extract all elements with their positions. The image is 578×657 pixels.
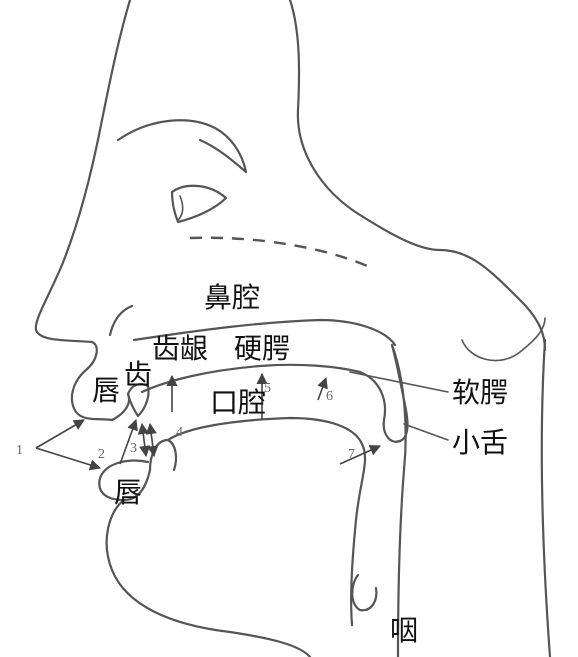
label-teeth: 齿 <box>124 358 152 391</box>
label-lower-lip: 唇 <box>114 476 142 509</box>
back-of-neck-outline <box>540 338 552 657</box>
number-1: 1 <box>16 443 23 458</box>
number-2: 2 <box>98 447 105 462</box>
tongue-outline <box>166 416 367 627</box>
label-alveolar-ridge: 齿龈 <box>152 332 208 365</box>
label-pharynx: 咽 <box>390 614 418 647</box>
eye-outline <box>170 184 228 224</box>
back-of-head-outline <box>288 0 547 352</box>
nasal-floor-outline <box>108 304 397 347</box>
soft-palate-leader-line <box>349 371 449 393</box>
arrow-1-lower-lip <box>35 447 102 471</box>
number-4: 4 <box>176 425 183 440</box>
label-soft-palate: 软腭 <box>452 376 508 409</box>
arrow-3a <box>137 422 151 458</box>
number-5: 5 <box>264 381 271 396</box>
upper-teeth-outline <box>126 383 150 418</box>
arrow-1-upper-lip <box>35 419 85 449</box>
nasal-roof-dashed-line <box>189 236 373 270</box>
ear-outline <box>461 317 546 362</box>
label-oral-cavity: 口腔 <box>210 386 266 419</box>
face-profile-outline <box>34 0 132 422</box>
label-nasal-cavity: 鼻腔 <box>204 281 260 314</box>
eyebrow-outline <box>116 119 248 174</box>
arrow-7 <box>339 445 382 465</box>
eye-iris <box>177 195 184 221</box>
label-uvula: 小舌 <box>452 426 508 459</box>
lower-lip-outline <box>98 459 152 502</box>
arrow-2 <box>119 418 138 465</box>
label-upper-lip: 唇 <box>92 374 120 407</box>
arrow-6 <box>317 376 328 401</box>
soft-palate-outline <box>358 343 409 443</box>
pharynx-back-wall <box>390 343 407 657</box>
arrow-3b <box>145 422 159 458</box>
number-7: 7 <box>348 447 355 462</box>
epiglottis-outline <box>351 573 378 612</box>
uvula-leader-line <box>403 423 449 441</box>
number-6: 6 <box>326 389 333 404</box>
label-hard-palate: 硬腭 <box>234 332 290 365</box>
chin-outline <box>105 498 312 657</box>
number-3: 3 <box>130 441 137 456</box>
